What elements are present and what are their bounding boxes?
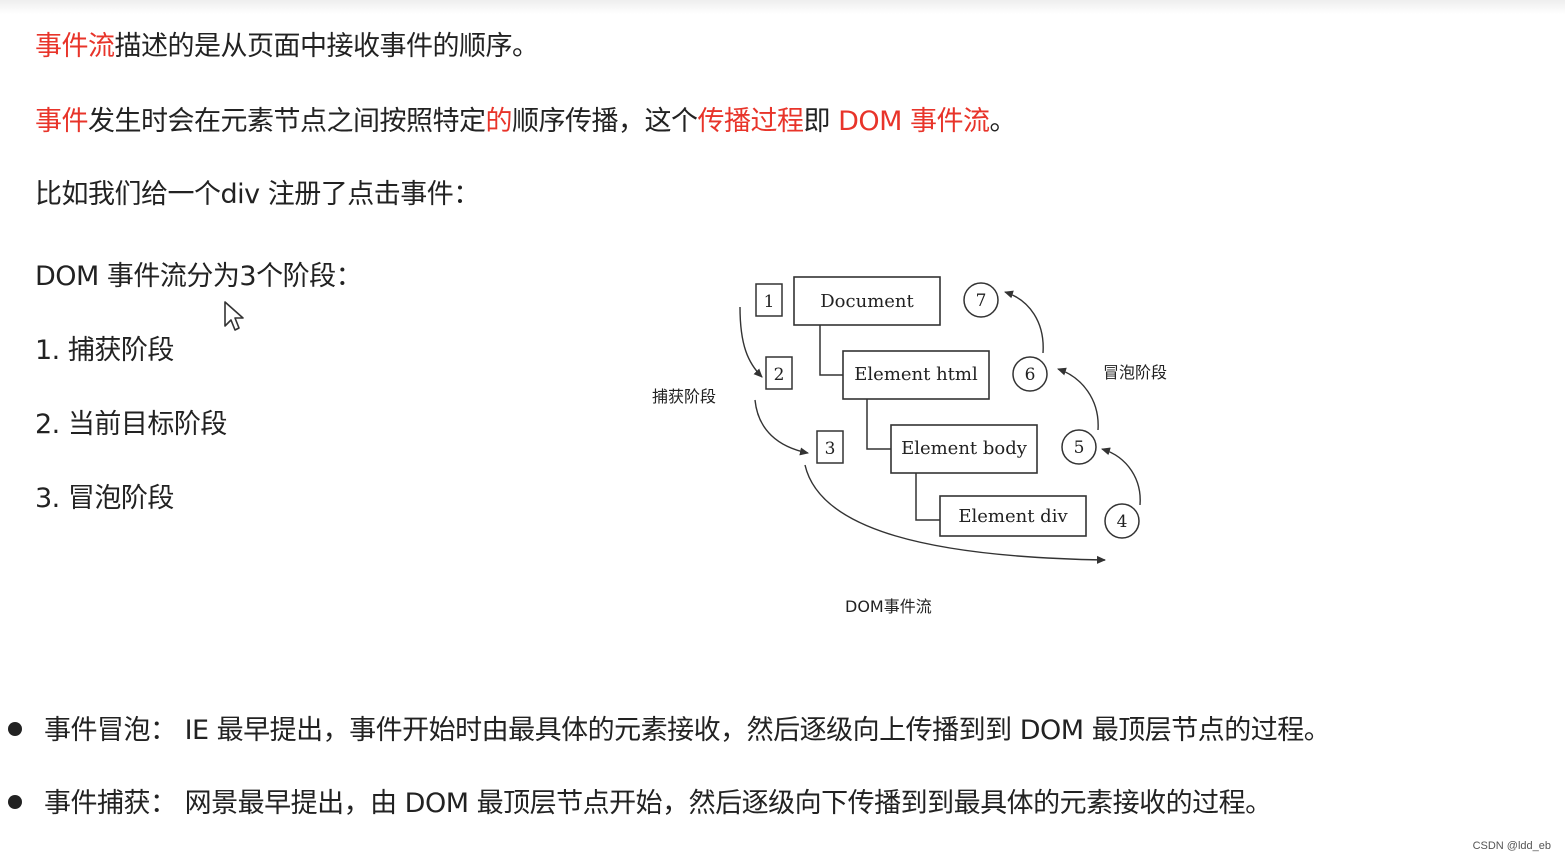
- capture-phase-label: 捕获阶段: [652, 387, 716, 406]
- highlight-event-flow: 事件流: [35, 31, 115, 62]
- highlight-event: 事件: [35, 106, 89, 137]
- bullet-dot-icon: [8, 794, 22, 809]
- node-element-div-label: Element div: [958, 506, 1068, 527]
- node-element-html: Element html: [842, 350, 990, 400]
- intro-line-2-text-2: 顺序传播，这个: [512, 106, 698, 137]
- highlight-de: 的: [485, 106, 513, 137]
- connector-document-html: [819, 325, 843, 376]
- node-element-div: Element div: [939, 495, 1087, 537]
- phase-title: DOM 事件流分为3个阶段：: [35, 261, 363, 292]
- bullet-event-bubbling-text: 事件冒泡： IE 最早提出，事件开始时由最具体的元素接收，然后逐级向上传播到到 …: [44, 715, 1331, 746]
- step-7-label: 7: [976, 291, 987, 311]
- step-1-box: 1: [755, 283, 783, 317]
- step-2-label: 2: [774, 365, 785, 385]
- step-5-circle: 5: [1061, 429, 1097, 465]
- phase-item-target: 2. 当前目标阶段: [35, 409, 227, 440]
- intro-line-2-text-1: 发生时会在元素节点之间按照特定: [88, 106, 486, 137]
- connector-html-body: [866, 399, 891, 450]
- node-document: Document: [793, 276, 941, 326]
- bullet-dot-icon: [8, 721, 22, 736]
- bullet-event-bubbling: 事件冒泡： IE 最早提出，事件开始时由最具体的元素接收，然后逐级向上传播到到 …: [8, 714, 1331, 748]
- highlight-propagation: 传播过程: [697, 106, 805, 137]
- top-gradient-bar: [0, 0, 1565, 14]
- diagram-caption: DOM事件流: [845, 597, 932, 616]
- connector-body-div: [915, 473, 940, 521]
- bubble-arrow-6-7: [1004, 290, 1044, 354]
- step-3-box: 3: [816, 430, 844, 464]
- bubble-arrow-5-6: [1057, 367, 1099, 431]
- phase-item-bubble: 3. 冒泡阶段: [35, 483, 174, 514]
- csdn-watermark: CSDN @ldd_eb: [1472, 840, 1551, 852]
- step-6-circle: 6: [1012, 356, 1048, 392]
- intro-line-1-text: 描述的是从页面中接收事件的顺序。: [114, 31, 540, 62]
- bullet-event-capturing: 事件捕获： 网景最早提出，由 DOM 最顶层节点开始，然后逐级向下传播到到最具体…: [8, 787, 1272, 821]
- capture-arrow-2-3: [754, 399, 809, 456]
- mouse-cursor-icon: [224, 301, 244, 331]
- step-5-label: 5: [1074, 438, 1085, 458]
- intro-line-2: 事件发生时会在元素节点之间按照特定的顺序传播，这个传播过程即 DOM 事件流。: [35, 105, 1017, 139]
- node-document-label: Document: [820, 291, 914, 312]
- intro-line-1: 事件流描述的是从页面中接收事件的顺序。: [35, 30, 539, 64]
- intro-line-2-text-4: 。: [989, 106, 1017, 137]
- node-element-html-label: Element html: [854, 364, 978, 385]
- step-1-label: 1: [764, 292, 775, 312]
- step-7-circle: 7: [963, 282, 999, 318]
- capture-arrow-1-2: [739, 306, 763, 378]
- node-element-body-label: Element body: [901, 438, 1028, 459]
- step-4-circle: 4: [1104, 503, 1140, 539]
- step-4-label: 4: [1117, 512, 1128, 532]
- highlight-dom-event-flow: DOM 事件流: [838, 106, 990, 137]
- step-6-label: 6: [1025, 365, 1036, 385]
- bubble-arrow-4-5: [1101, 447, 1141, 506]
- bullet-event-capturing-text: 事件捕获： 网景最早提出，由 DOM 最顶层节点开始，然后逐级向下传播到到最具体…: [44, 788, 1272, 819]
- intro-line-3: 比如我们给一个div 注册了点击事件：: [35, 179, 480, 210]
- intro-line-2-text-3: 即: [803, 106, 839, 137]
- node-element-body: Element body: [890, 424, 1038, 474]
- phase-item-capture: 1. 捕获阶段: [35, 335, 174, 366]
- capture-to-target-arrow: [804, 464, 1106, 564]
- bubble-phase-label: 冒泡阶段: [1103, 363, 1167, 382]
- step-3-label: 3: [825, 439, 836, 459]
- dom-event-flow-diagram: Document Element html Element body Eleme…: [652, 276, 1167, 616]
- step-2-box: 2: [765, 356, 793, 390]
